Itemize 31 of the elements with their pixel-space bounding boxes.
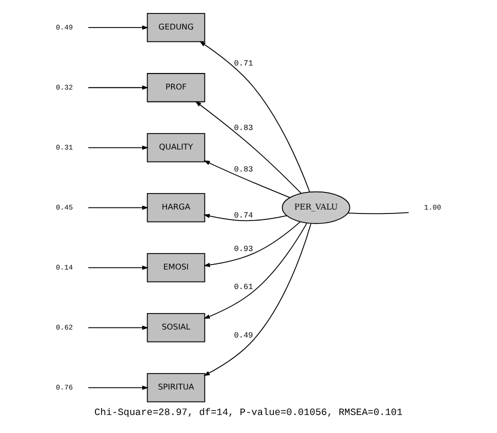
edge-label: 0.74 xyxy=(234,212,254,221)
node-box: EMOSI xyxy=(146,253,206,282)
arrow xyxy=(204,221,301,268)
node-box: HARGA xyxy=(146,193,206,222)
arrow xyxy=(203,214,288,222)
arrow xyxy=(88,85,148,90)
arrow xyxy=(88,25,148,30)
arrow xyxy=(88,206,148,210)
caption: Chi-Square=28.97, df=14, P-value=0.01056, RMSEA=0.101 xyxy=(94,406,403,418)
edge-label: 0.83 xyxy=(234,166,254,175)
edge-label: 0.83 xyxy=(234,124,254,134)
node-box: GEDUNG xyxy=(146,13,206,42)
arrow xyxy=(204,222,308,319)
arrow xyxy=(204,223,312,376)
arrow xyxy=(199,41,310,192)
arrow xyxy=(88,326,148,330)
arrow xyxy=(88,386,148,390)
arrow xyxy=(204,160,290,198)
node-ellipse: PER_VALU xyxy=(282,191,350,224)
edge-label: 0.61 xyxy=(234,283,254,292)
arrow xyxy=(88,266,148,270)
edge-label: 0.71 xyxy=(234,60,254,69)
node-box: SPIRITUA xyxy=(146,373,206,402)
node-box: QUALITY xyxy=(146,133,206,162)
arrow xyxy=(195,101,302,194)
node-box: PROF xyxy=(146,73,206,102)
connector xyxy=(348,212,410,214)
edge-label: 0.93 xyxy=(234,245,254,254)
node-box: SOSIAL xyxy=(146,313,206,342)
arrow xyxy=(88,145,148,150)
edge-label: 0.49 xyxy=(234,332,254,341)
